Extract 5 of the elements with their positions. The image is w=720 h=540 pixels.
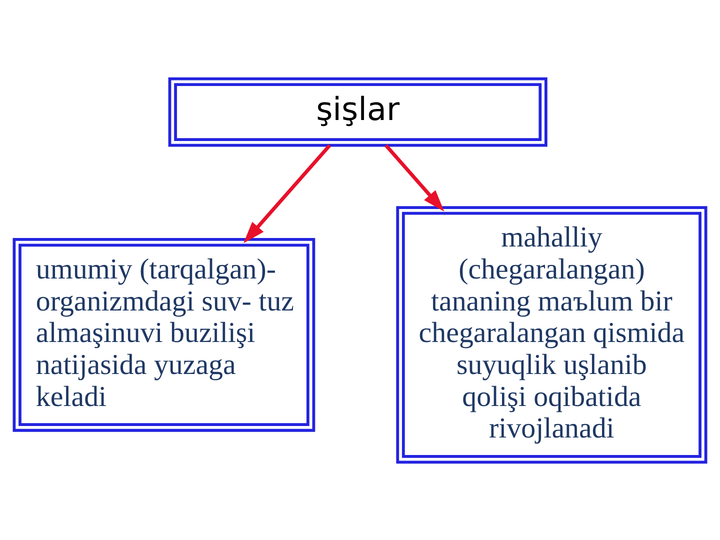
arrow bbox=[384, 144, 444, 211]
node-box: şişlar bbox=[168, 76, 548, 146]
node-box: mahalliy (chegaralangan) tananing maъlum bir chegaralangan qismida suyuqlik uşlanib qolişi oqibatida rivojlanadi bbox=[396, 206, 708, 464]
node-box: umumiy (tarqalgan)- organizmdagi suv- tuz almaşinuvi buzilişi natijasida yuzaga keladi bbox=[12, 237, 316, 432]
arrow bbox=[244, 144, 331, 243]
